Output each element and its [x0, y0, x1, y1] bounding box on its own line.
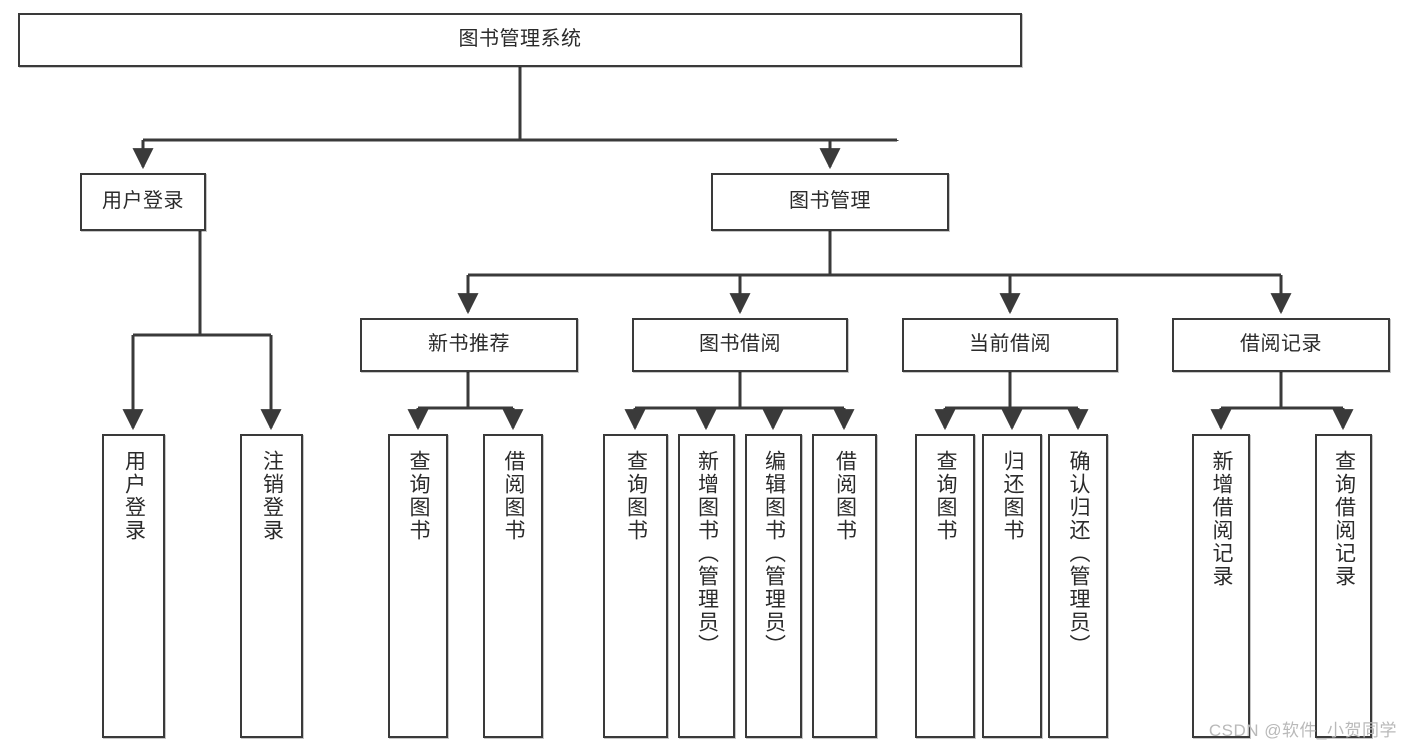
node-leaf-borrow-query[interactable]: 查询图书: [603, 434, 668, 738]
node-current-borrow-label: 当前借阅: [969, 333, 1051, 356]
node-leaf-borrow-lend-label: 借阅图书: [833, 450, 857, 542]
node-book-borrow[interactable]: 图书借阅: [632, 318, 848, 372]
node-new-book-recommend-label: 新书推荐: [428, 333, 510, 356]
node-leaf-record-query[interactable]: 查询借阅记录: [1315, 434, 1372, 738]
node-leaf-record-query-label: 查询借阅记录: [1332, 450, 1356, 588]
node-leaf-current-return[interactable]: 归还图书: [982, 434, 1042, 738]
node-leaf-user-logout[interactable]: 注销登录: [240, 434, 303, 738]
node-new-book-recommend[interactable]: 新书推荐: [360, 318, 578, 372]
node-leaf-borrow-query-label: 查询图书: [624, 450, 648, 542]
node-book-management-module[interactable]: 图书管理: [711, 173, 949, 231]
node-leaf-record-add[interactable]: 新增借阅记录: [1192, 434, 1250, 738]
node-user-login-module[interactable]: 用户登录: [80, 173, 206, 231]
node-borrow-record-label: 借阅记录: [1240, 333, 1322, 356]
node-leaf-newbook-borrow[interactable]: 借阅图书: [483, 434, 543, 738]
node-user-login-module-label: 用户登录: [102, 190, 184, 213]
node-leaf-newbook-query[interactable]: 查询图书: [388, 434, 448, 738]
node-root-label: 图书管理系统: [458, 28, 582, 51]
node-leaf-record-add-label: 新增借阅记录: [1210, 450, 1234, 588]
node-leaf-borrow-add-admin[interactable]: 新增图书（管理员）: [678, 434, 735, 738]
node-root[interactable]: 图书管理系统: [18, 13, 1022, 67]
node-leaf-newbook-borrow-label: 借阅图书: [502, 450, 526, 542]
node-leaf-current-confirm-admin[interactable]: 确认归还（管理员）: [1048, 434, 1108, 738]
node-current-borrow[interactable]: 当前借阅: [902, 318, 1118, 372]
node-leaf-current-return-label: 归还图书: [1001, 450, 1025, 542]
node-leaf-current-query-label: 查询图书: [934, 450, 958, 542]
node-book-management-module-label: 图书管理: [789, 190, 871, 213]
node-leaf-newbook-query-label: 查询图书: [407, 450, 431, 542]
node-leaf-user-login[interactable]: 用户登录: [102, 434, 165, 738]
node-leaf-borrow-lend[interactable]: 借阅图书: [812, 434, 877, 738]
node-leaf-user-logout-label: 注销登录: [260, 450, 284, 542]
csdn-watermark: CSDN @软件_小贺同学: [1208, 721, 1397, 740]
node-leaf-borrow-edit-admin-label: 编辑图书（管理员）: [762, 450, 786, 657]
node-leaf-current-confirm-admin-label: 确认归还（管理员）: [1067, 450, 1091, 657]
node-leaf-user-login-label: 用户登录: [122, 450, 146, 542]
node-book-borrow-label: 图书借阅: [699, 333, 781, 356]
node-leaf-current-query[interactable]: 查询图书: [915, 434, 975, 738]
node-borrow-record[interactable]: 借阅记录: [1172, 318, 1390, 372]
node-leaf-borrow-edit-admin[interactable]: 编辑图书（管理员）: [745, 434, 802, 738]
node-leaf-borrow-add-admin-label: 新增图书（管理员）: [695, 450, 719, 657]
